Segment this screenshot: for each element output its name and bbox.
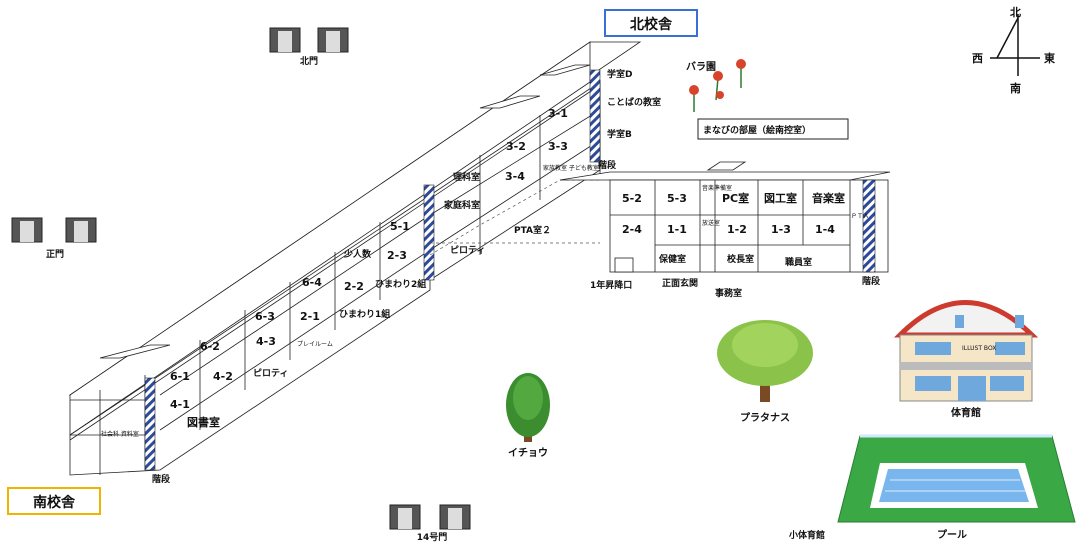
north-stair-stripe-east	[862, 179, 876, 273]
compass-east: 東	[1044, 51, 1056, 65]
room-piloti-south: ピロティ	[253, 367, 288, 379]
compass: 北 西 東 南	[972, 5, 1056, 95]
svg-text:バラ園: バラ園	[686, 61, 716, 73]
room-shomen: 正面玄関	[662, 277, 698, 289]
room-katei: 家庭科室	[444, 199, 480, 211]
room-pta2: PTA室２	[514, 224, 551, 236]
room-3-1: 3-1	[548, 107, 568, 120]
room-2-3: 2-3	[387, 249, 407, 262]
svg-text:南校舎: 南校舎	[33, 494, 76, 511]
svg-text:体育館: 体育館	[951, 406, 981, 419]
room-5-2: 5-2	[622, 192, 642, 205]
room-2-1: 2-1	[300, 310, 320, 323]
room-rika: 理科室	[453, 171, 480, 183]
north-building-label: 北校舎	[604, 9, 698, 37]
room-kocho: 校長室	[727, 253, 754, 265]
room-5-1: 5-1	[390, 220, 410, 233]
stairs-north-1: 階段	[598, 159, 617, 171]
room-1-3: 1-3	[771, 223, 791, 236]
room-5-3: 5-3	[667, 192, 687, 205]
room-shakai: 社会科 資料室	[101, 430, 139, 438]
rose-icon	[689, 59, 746, 112]
room-himawari1: ひまわり1組	[339, 308, 390, 320]
south-building-label: 南校舎	[7, 487, 101, 515]
room-himawari2: ひまわり2組	[375, 278, 426, 290]
room-4-3: 4-3	[256, 335, 276, 348]
room-3-3: 3-3	[548, 140, 568, 153]
room-2-4: 2-4	[622, 223, 642, 236]
room-ongaku-jumbi: 音楽準備室	[702, 184, 732, 192]
north-stair-stripe-upper	[589, 69, 601, 163]
room-1nen: 1年昇降口	[590, 279, 632, 291]
south-building	[68, 41, 642, 476]
south-stair-stripe	[144, 377, 156, 471]
room-shoninzu: 少人数	[343, 248, 372, 260]
manabi-room: まなびの部屋（絵南控室）	[697, 118, 849, 140]
room-1-1: 1-1	[667, 223, 687, 236]
north-gate: 北門	[269, 27, 349, 67]
room-6-2: 6-2	[200, 340, 220, 353]
pool: 小体育館 プール	[788, 434, 1076, 541]
icho-tree: イチョウ	[506, 373, 550, 459]
middle-stair-stripe	[423, 184, 435, 281]
room-hoken: 保健室	[658, 253, 686, 265]
room-hoso: 放送室	[702, 219, 720, 227]
room-gakushitsu-d: 学室D	[607, 68, 632, 80]
stairs-north-2: 階段	[862, 275, 881, 287]
room-pc: PC室	[722, 191, 749, 205]
svg-text:プール: プール	[937, 528, 967, 541]
svg-text:北校舎: 北校舎	[630, 16, 673, 33]
compass-north: 北	[1010, 5, 1021, 19]
gymnasium: ILLUST BOX 体育館	[893, 300, 1039, 419]
svg-text:ILLUST BOX: ILLUST BOX	[962, 345, 996, 352]
compass-south: 南	[1010, 81, 1021, 95]
svg-text:北門: 北門	[300, 55, 318, 67]
room-ongaku: 音楽室	[812, 191, 845, 205]
svg-text:正門: 正門	[46, 249, 64, 260]
room-6-4: 6-4	[302, 276, 322, 289]
room-1-2: 1-2	[727, 223, 747, 236]
room-playroom: プレイルーム	[297, 341, 333, 348]
room-kazoku: 家族教室 子ども教室	[543, 164, 599, 172]
compass-west: 西	[972, 52, 983, 65]
room-6-1: 6-1	[170, 370, 190, 383]
north-building	[559, 161, 891, 273]
platanus-tree: プラタナス	[717, 320, 813, 424]
room-3-2: 3-2	[506, 140, 526, 153]
svg-text:まなびの部屋（絵南控室）: まなびの部屋（絵南控室）	[703, 124, 811, 136]
room-4-1: 4-1	[170, 398, 190, 411]
room-3-4: 3-4	[505, 170, 525, 183]
svg-text:14号門: 14号門	[417, 532, 448, 543]
room-1-4: 1-4	[815, 223, 835, 236]
room-pta-v: ＰＴＡ	[851, 213, 869, 220]
tree-icon: プラタナス	[740, 411, 790, 424]
room-4-2: 4-2	[213, 370, 233, 383]
room-gakushitsu-b: 学室B	[607, 128, 632, 140]
stairs-south: 階段	[152, 473, 171, 485]
room-zuko: 図工室	[764, 191, 797, 205]
rose-garden: バラ園	[686, 59, 746, 112]
room-kotoba: ことばの教室	[607, 96, 661, 108]
tree-icon: イチョウ	[508, 447, 548, 459]
room-toshoshitsu: 図書室	[187, 415, 220, 429]
room-piloti-north: ピロティ	[450, 244, 485, 256]
svg-text:小体育館: 小体育館	[788, 529, 825, 541]
room-labels: 学室D ことばの教室 学室B 3-1 3-2 3-3 3-4 家族教室 子ども教…	[101, 68, 881, 485]
room-jimu: 事務室	[715, 287, 742, 299]
main-gate: 正門	[11, 217, 97, 260]
room-shokuin: 職員室	[785, 256, 812, 268]
room-6-3: 6-3	[255, 310, 275, 323]
gate-14: 14号門	[389, 504, 471, 543]
room-2-2: 2-2	[344, 280, 364, 293]
